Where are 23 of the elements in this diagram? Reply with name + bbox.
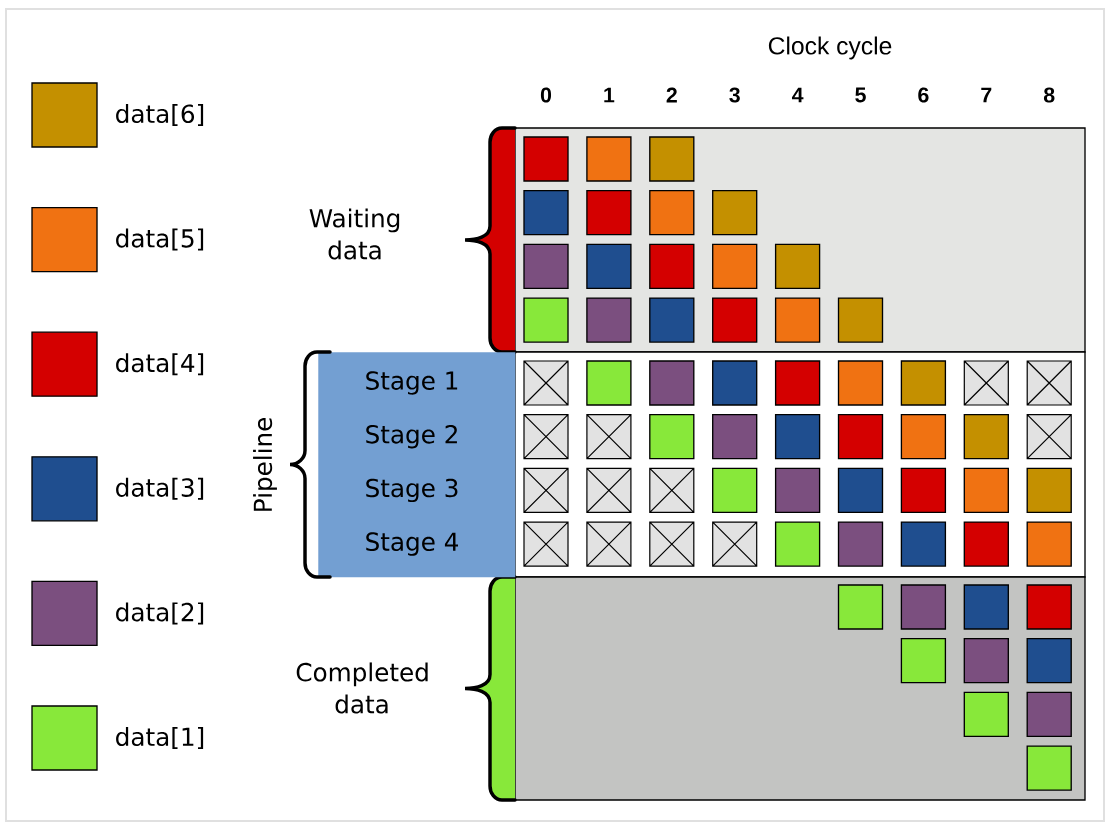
legend-label: data[5]	[116, 228, 204, 251]
tick-label: 6	[918, 87, 929, 103]
stage-label: Stage 3	[366, 478, 458, 503]
tick-label: 2	[666, 87, 677, 103]
axis-title: Clock cycle	[768, 36, 892, 60]
legend-label: data[1]	[116, 727, 204, 749]
tick-label: 4	[792, 87, 804, 103]
stage-label: Stage 4	[366, 532, 458, 556]
stage-label: Stage 2	[366, 424, 457, 449]
tick-label: 7	[981, 87, 992, 103]
legend-label: data[6]	[116, 104, 204, 126]
stage-label: Stage 1	[366, 371, 458, 395]
legend-label: data[2]	[116, 602, 204, 625]
group-label: Completed data	[296, 662, 428, 714]
tick-label: 0	[540, 87, 552, 103]
group-label: Waiting data	[309, 208, 400, 260]
legend-label: data[4]	[116, 353, 204, 376]
tick-label: 5	[855, 87, 866, 103]
group-label: Pipeline	[253, 418, 277, 511]
legend-label: data[3]	[116, 477, 204, 500]
tick-label: 3	[729, 87, 740, 103]
tick-label: 8	[1043, 87, 1055, 103]
tick-label: 1	[604, 87, 615, 103]
